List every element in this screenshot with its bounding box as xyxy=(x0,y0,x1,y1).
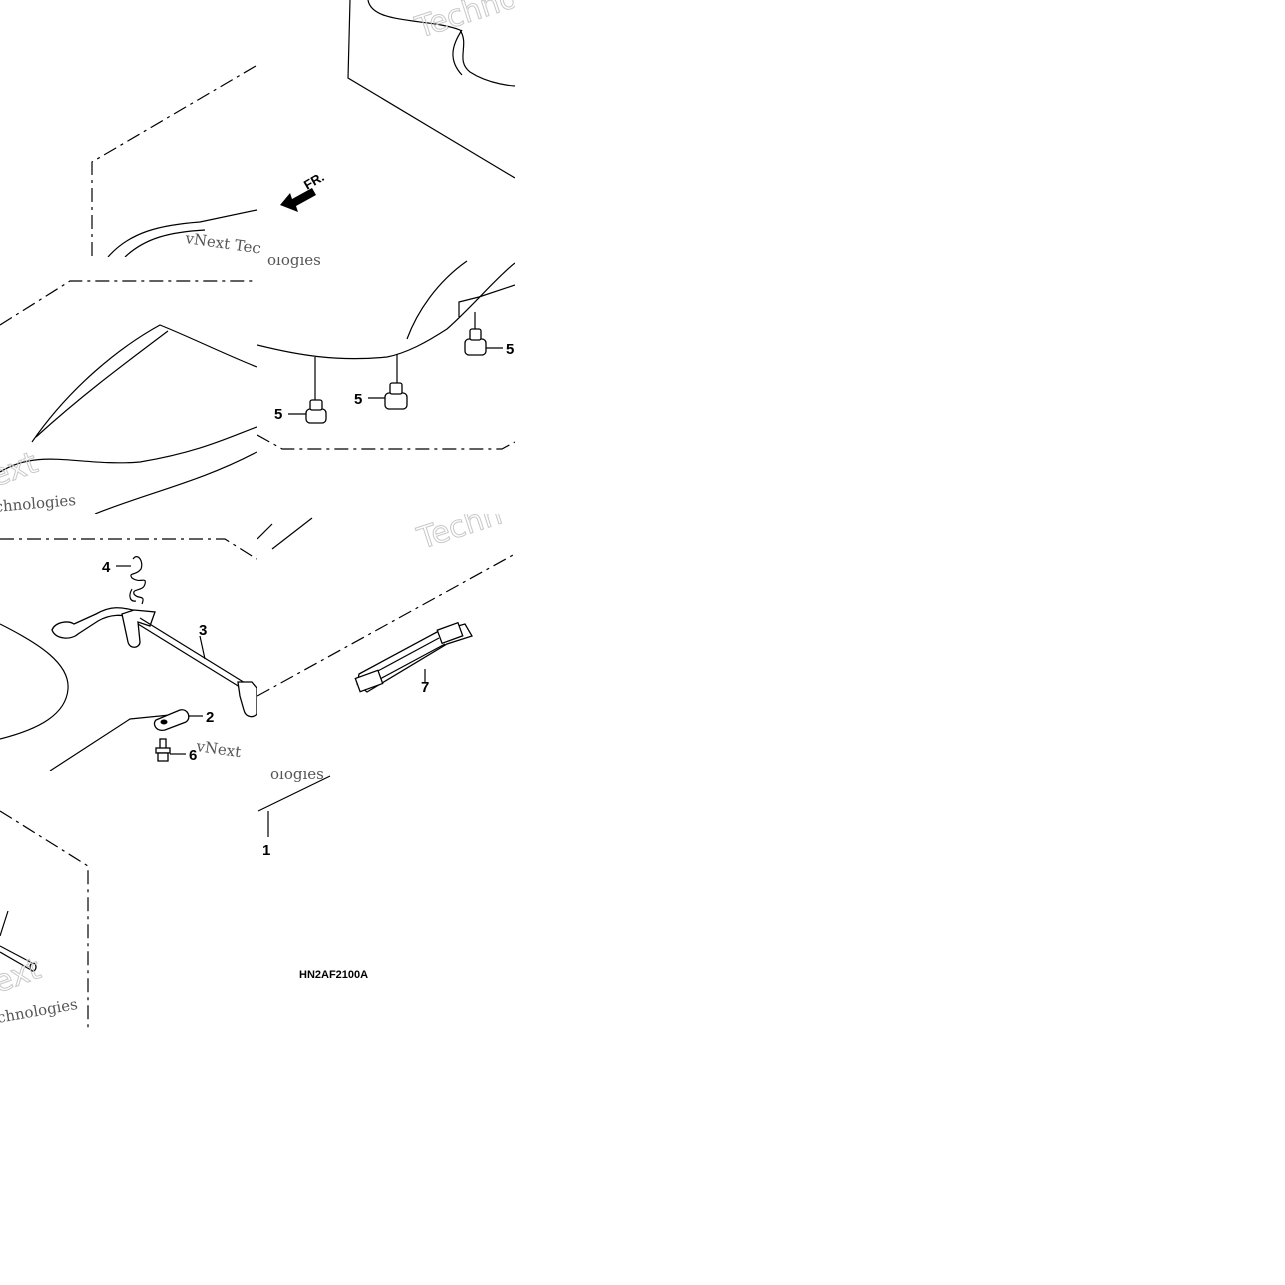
frame-edge xyxy=(257,775,331,812)
seat-front-seam xyxy=(124,229,206,257)
callout-5: 5 xyxy=(354,391,362,408)
seat-seam xyxy=(406,260,468,340)
seat-band-part xyxy=(354,621,473,693)
tile-lower-right-drawing: Techn 7 xyxy=(257,514,515,697)
callout-3: 3 xyxy=(199,622,207,639)
rubber-cushion-part xyxy=(384,382,408,410)
front-direction-arrow-icon xyxy=(280,188,316,212)
seat-outline-upper xyxy=(347,0,515,179)
dashed-outline-top xyxy=(0,538,257,560)
front-direction-label: FR. xyxy=(301,169,327,192)
callout-6: 6 xyxy=(189,747,197,764)
edge-line xyxy=(257,523,273,540)
seat-base-line xyxy=(49,713,181,771)
callout-5: 5 xyxy=(274,406,282,423)
dashed-outline-right xyxy=(257,553,515,697)
callout-1: 1 xyxy=(262,842,270,859)
seat-top-contour xyxy=(31,324,257,443)
seat-seam xyxy=(35,330,169,438)
tile-bottom-drawing: ologies 1 HN2AF2100A ext chnologies xyxy=(0,771,368,1028)
diagram-code: HN2AF2100A xyxy=(299,969,368,981)
flange-bolt-part xyxy=(155,738,171,762)
dashed-outline-top xyxy=(0,280,257,326)
torsion-spring-part xyxy=(129,556,146,605)
tile-middle-right: ologies 5 5 xyxy=(257,257,515,514)
watermark-fragment: chnologies xyxy=(0,491,77,514)
watermark-fragment: ext xyxy=(0,445,43,494)
tile-lower-left-drawing: 4 3 2 6 xyxy=(0,538,257,771)
tile-lower-right: Techn 7 xyxy=(257,514,515,771)
plate-part xyxy=(153,709,190,731)
tile-bottom: ologies 1 HN2AF2100A ext chnologies xyxy=(0,771,515,1028)
callout-2: 2 xyxy=(206,709,214,726)
tile-top: FR. Techno vNext Tec xyxy=(0,0,515,257)
tile-middle-left: ext chnologies xyxy=(0,257,257,514)
dashed-outline-left xyxy=(91,65,257,257)
callout-5: 5 xyxy=(506,341,514,358)
seat-seam xyxy=(452,29,463,76)
watermark-fragment: Techn xyxy=(413,514,507,557)
callout-7: 7 xyxy=(421,679,429,696)
dashed-outline-left xyxy=(0,810,89,1028)
watermark-fragment: chnologies xyxy=(0,995,79,1027)
seat-latch-part xyxy=(0,910,37,972)
tile-top-drawing: FR. Techno vNext Tec xyxy=(91,0,515,257)
tile-middle-right-drawing: ologies 5 5 xyxy=(257,257,515,450)
callout-4: 4 xyxy=(102,559,111,576)
seat-side-contour xyxy=(0,426,257,473)
watermark-fragment: ext xyxy=(0,951,46,1000)
watermark-fragment: vNext xyxy=(194,737,242,761)
rubber-cushion-part xyxy=(464,328,487,356)
seat-base-contour xyxy=(94,451,257,514)
seat-front-contour xyxy=(107,209,258,257)
watermark-fragment: ologies xyxy=(267,257,321,269)
seat-contour xyxy=(0,623,69,740)
edge-line xyxy=(271,517,313,550)
watermark-fragment: ologies xyxy=(270,771,324,783)
seat-lock-lever-part xyxy=(51,607,257,718)
leader-line xyxy=(199,635,206,660)
seat-edge xyxy=(458,284,515,317)
seat-bottom-contour xyxy=(257,262,515,360)
dashed-outline-bottom xyxy=(257,434,515,450)
watermark-fragment: vNext Tec xyxy=(183,229,262,257)
rubber-cushion-part xyxy=(305,399,327,424)
tile-lower-left: 4 3 2 6 xyxy=(0,514,257,771)
seat-contour xyxy=(367,0,515,87)
tile-middle-left-drawing: ext chnologies xyxy=(0,280,257,514)
